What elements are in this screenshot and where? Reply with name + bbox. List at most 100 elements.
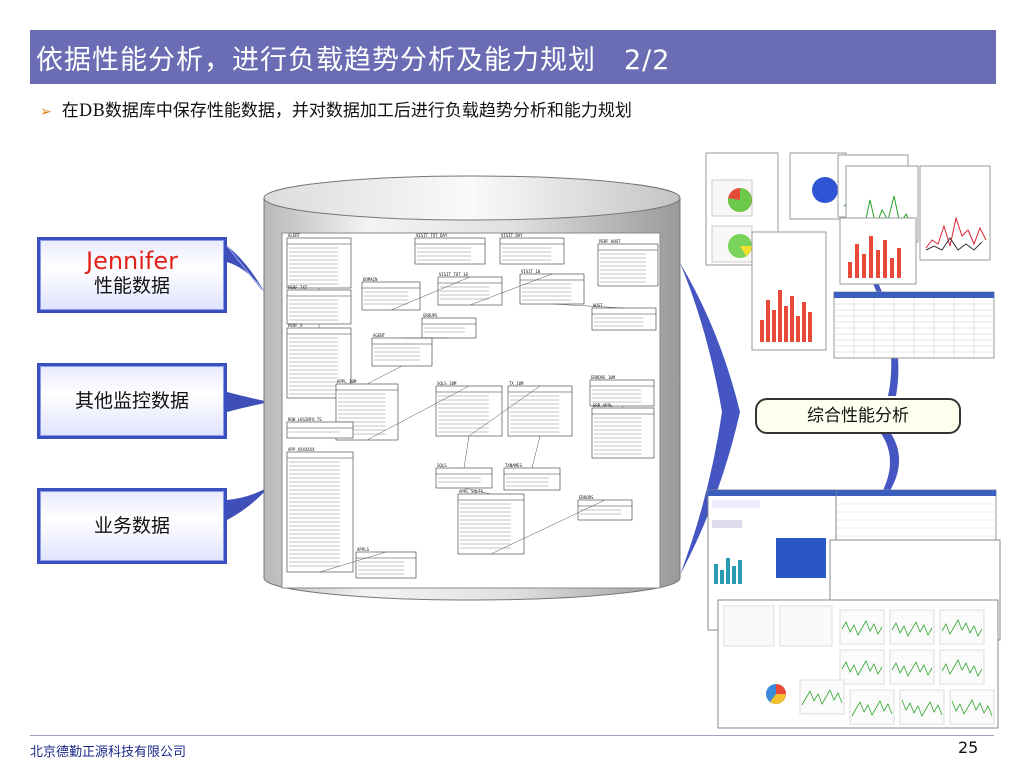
arrow-left-top	[226, 245, 268, 298]
er-relationship-line	[319, 551, 387, 573]
er-table-name: SQLS	[437, 463, 447, 468]
er-table-name: ERR_APPL	[593, 403, 613, 408]
mini-chart-line	[841, 660, 883, 676]
er-table: PERF_TXT	[286, 285, 352, 325]
source-jennifer-subtitle: 性能数据	[93, 275, 170, 297]
er-relationship-line	[366, 365, 403, 385]
report-thumbnail-5	[919, 165, 991, 261]
report-thumbnail-1	[705, 152, 779, 266]
er-relationship-line	[366, 385, 470, 441]
er-relationship-line	[551, 303, 625, 309]
er-table: HOST	[591, 303, 657, 331]
er-table-name: APP_XXXXXXX	[288, 447, 315, 452]
er-table: SQLS_10M	[435, 381, 503, 437]
er-table: ALERT	[286, 233, 352, 289]
er-relationship-line	[463, 487, 492, 495]
integrated-analysis-box: 综合性能分析	[755, 398, 961, 434]
source-jennifer-title: Jennifer	[85, 247, 178, 275]
title-bar: 依据性能分析，进行负载趋势分析及能力规划 2/2	[30, 30, 996, 84]
er-relationship-line	[468, 385, 541, 437]
page-number: 25	[958, 738, 979, 757]
er-table-name: GROUPS	[423, 313, 438, 318]
mini-chart	[799, 679, 845, 715]
bracket-right	[680, 263, 740, 575]
er-relationship-line	[469, 273, 553, 306]
er-table: VISIT_TXT_DAY	[414, 233, 486, 265]
mini-chart-line	[901, 699, 943, 717]
arrow-left-bottom	[227, 486, 270, 520]
er-table: VISIT_DAY	[499, 233, 565, 265]
er-relationship-line	[531, 435, 541, 469]
er-table: APPLS	[355, 547, 417, 579]
source-other-label: 其他监控数据	[74, 390, 189, 412]
source-business-label: 业务数据	[93, 515, 170, 537]
er-table: TX_10M	[507, 381, 573, 437]
bullet-line: ➢ 在DB数据库中保存性能数据，并对数据加工后进行负载趋势分析和能力规划	[40, 96, 632, 121]
er-table-name: TXNAMES	[505, 463, 522, 468]
mini-chart	[889, 649, 935, 685]
bullet-text: 在DB数据库中保存性能数据，并对数据加工后进行负载趋势分析和能力规划	[61, 101, 632, 121]
er-table-name: ERRORS	[579, 495, 594, 500]
er-table: APP_XXXXXXX	[286, 447, 354, 573]
er-table-name: VISIT_TOT_10	[439, 272, 468, 277]
er-table-name: PERF_HOST	[599, 239, 621, 244]
mini-chart-line	[841, 620, 883, 636]
er-table: ERR_APPL	[591, 403, 655, 459]
er-table-name: PERF_X	[288, 323, 303, 328]
source-box-business: 业务数据	[37, 488, 227, 564]
er-table-name: TX_10M	[509, 381, 524, 386]
orange-arrow-bullet-icon: ➢	[40, 104, 52, 120]
er-table-name: DOMAIN	[363, 277, 378, 282]
mini-chart-line	[941, 619, 983, 637]
mini-chart-line	[891, 661, 933, 677]
mini-chart-line	[801, 689, 843, 706]
mini-chart-line	[891, 621, 933, 637]
dashboard-thumbnail-grid	[717, 599, 999, 729]
er-table: ROW_LOGINFO_TS	[286, 417, 354, 439]
mini-chart	[849, 689, 895, 725]
er-table-name: AGENT	[373, 333, 386, 338]
er-table-name: VISIT_DAY	[501, 233, 523, 238]
er-table-name: ALERT	[288, 233, 301, 238]
er-table-name: APPL_SQLTX	[459, 489, 484, 494]
mini-chart	[839, 609, 885, 645]
er-table-name: ERRORS_10M	[591, 375, 616, 380]
er-table: ERRORS_10M	[589, 375, 655, 407]
mini-chart-line	[951, 699, 993, 717]
er-table: PERF_HOST	[597, 239, 659, 287]
er-table-name: VISIT_TXT_DAY	[416, 233, 448, 238]
er-table: APPL_SQLTX	[457, 489, 525, 555]
source-box-jennifer: Jennifer 性能数据	[37, 237, 227, 313]
mini-chart-line	[851, 700, 893, 717]
er-relationship-line	[463, 435, 470, 469]
er-relationship-line	[490, 499, 606, 555]
er-table-name: SQLS_10M	[437, 381, 457, 386]
report-thumbnail-7	[839, 217, 917, 285]
footer-divider	[30, 735, 994, 736]
er-table: DOMAIN	[361, 277, 421, 311]
er-table: AGENT	[371, 333, 433, 367]
mini-chart	[889, 609, 935, 645]
source-box-other-monitoring: 其他监控数据	[37, 363, 227, 439]
er-relationship-line	[390, 276, 471, 311]
er-diagram: ALERT VISIT_TXT_DAY VISIT_DAY PERF_HOST PERF…	[286, 233, 659, 579]
footer-company-name: 北京德勤正源科技有限公司	[30, 745, 187, 760]
er-table: VISIT_10	[519, 269, 585, 305]
arrow-left-middle	[227, 392, 270, 412]
arrow-down-right	[872, 432, 900, 506]
mini-chart	[949, 689, 995, 725]
er-table-name: APPLS	[357, 547, 370, 552]
mini-chart-line	[941, 659, 983, 677]
er-table-name: ROW_LOGINFO_TS	[288, 417, 322, 422]
mini-chart	[839, 649, 885, 685]
er-table: VISIT_TOT_10	[437, 272, 503, 306]
mini-chart	[899, 689, 945, 725]
er-relationship-line	[621, 405, 624, 409]
er-table-name: HOST	[593, 303, 603, 308]
er-table-name: PERF_TXT	[288, 285, 308, 290]
mini-chart	[939, 609, 985, 645]
mini-chart	[939, 649, 985, 685]
er-table-name: VISIT_10	[521, 269, 541, 274]
spreadsheet-thumbnail	[833, 291, 995, 359]
